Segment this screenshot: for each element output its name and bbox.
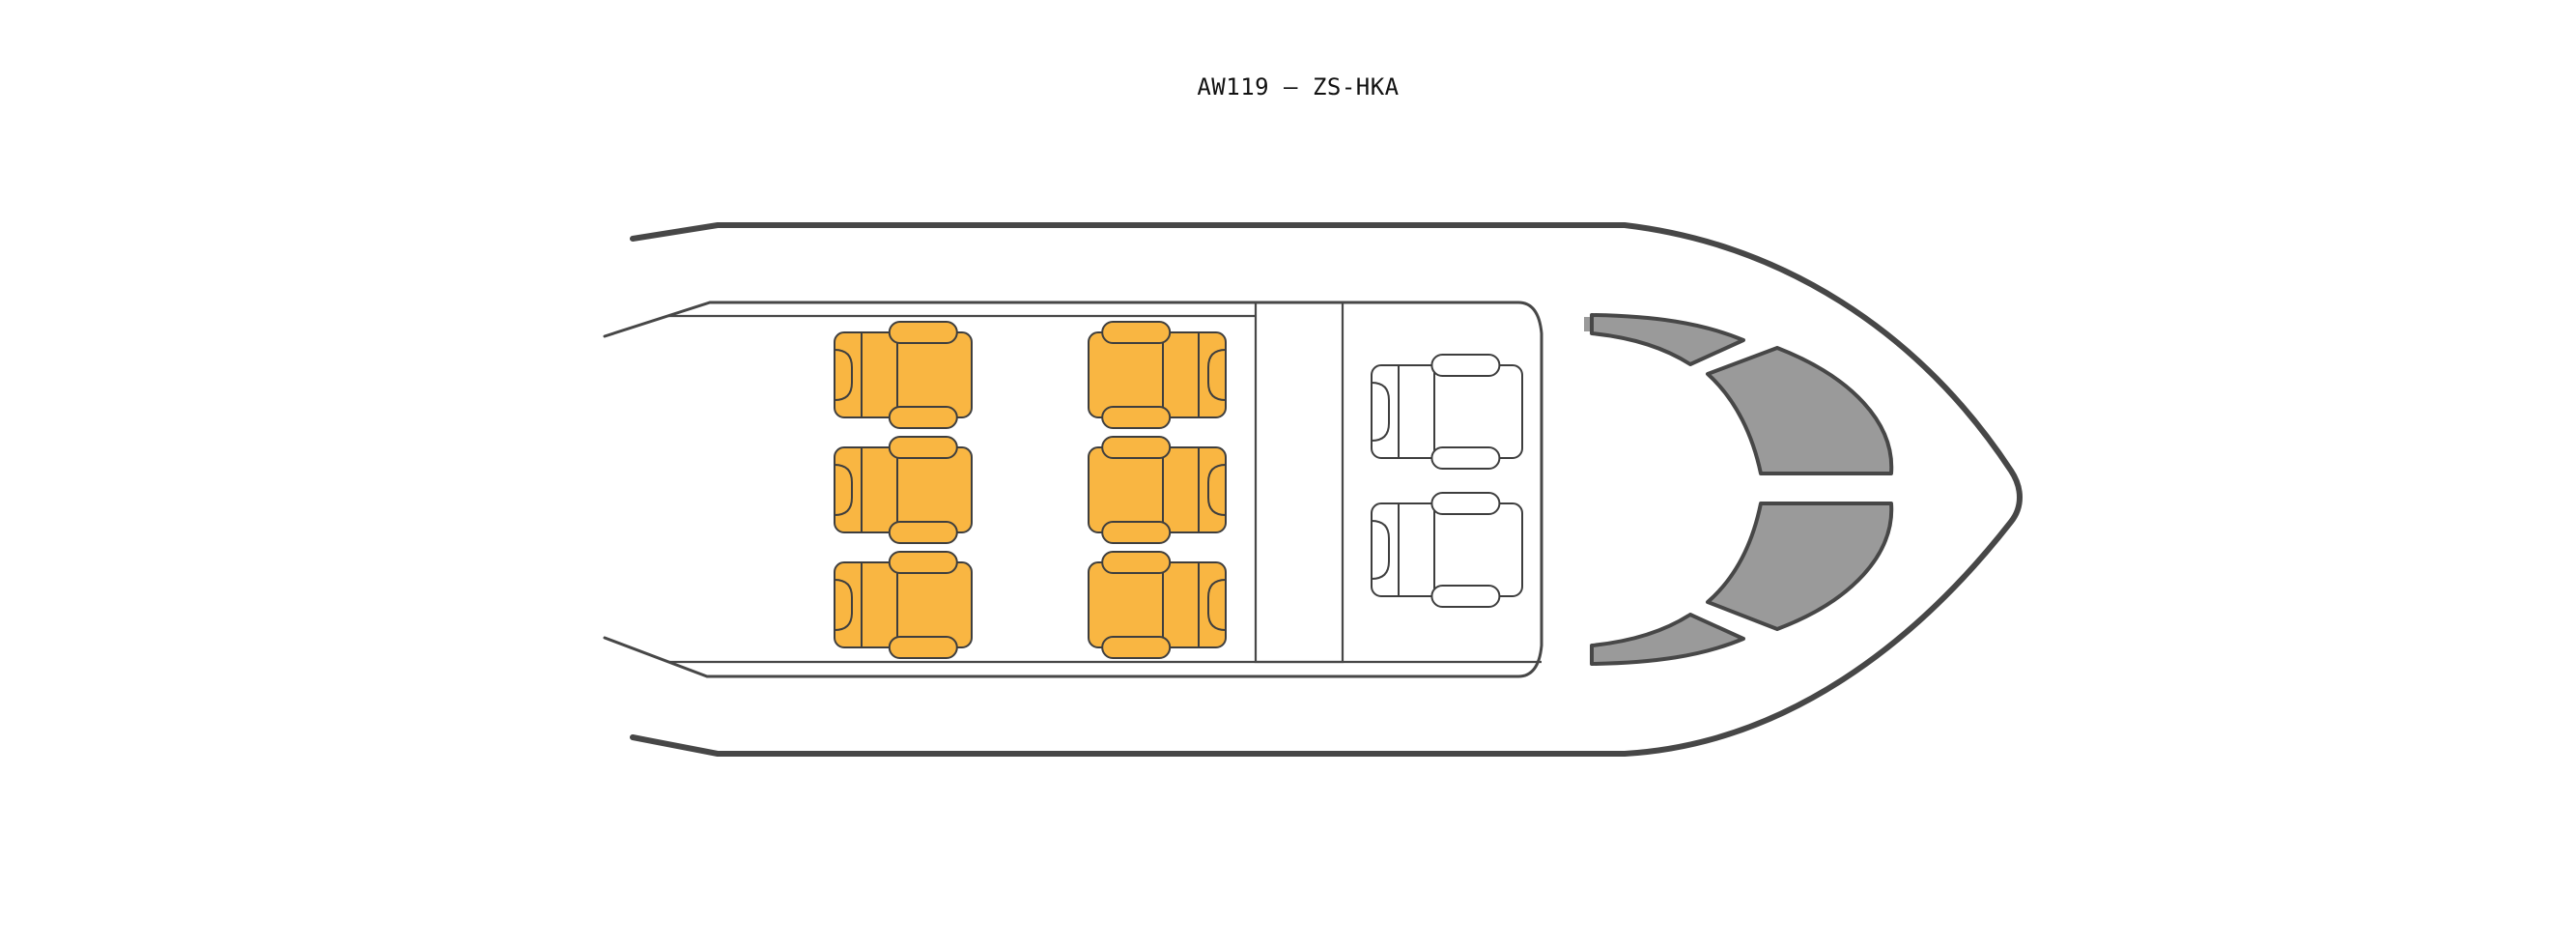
seat-row3-right[interactable] <box>1088 551 1227 659</box>
bulkhead <box>1254 301 1345 664</box>
page-title: AW119 – ZS-HKA <box>1197 73 1400 100</box>
seat-row2-left[interactable] <box>834 436 973 544</box>
seat-row3-left[interactable] <box>834 551 973 659</box>
seat-pilot-right[interactable] <box>1371 492 1523 608</box>
windscreen-pane-top-left <box>1590 313 1745 366</box>
windscreen-pane-top-right <box>1706 346 1894 475</box>
windscreen-pane-bottom-right <box>1706 502 1894 631</box>
seat-row1-left[interactable] <box>834 321 973 429</box>
seat-pilot-left[interactable] <box>1371 354 1523 470</box>
seat-row1-right[interactable] <box>1088 321 1227 429</box>
fuselage-outline <box>630 222 2023 757</box>
windscreen-pane-bottom-left <box>1590 613 1745 666</box>
cabin-outline <box>603 301 1543 678</box>
windscreen <box>1584 313 1894 666</box>
seat-row2-right[interactable] <box>1088 436 1227 544</box>
